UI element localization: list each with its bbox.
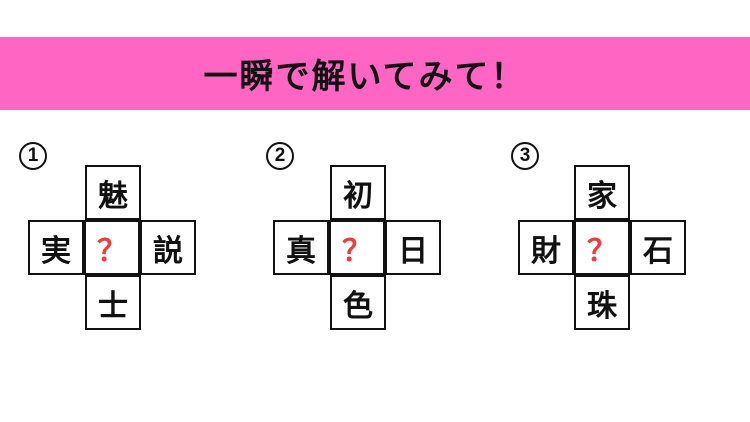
cell-bottom: 色 <box>330 275 386 330</box>
title-banner: 一瞬で解いてみて！ <box>0 37 750 110</box>
cell-right: 日 <box>385 220 441 275</box>
banner-title: 一瞬で解いてみて！ <box>203 57 527 97</box>
cell-top: 初 <box>330 165 386 220</box>
cell-right: 石 <box>630 220 686 275</box>
cell-center-question: ？ <box>574 220 630 275</box>
puzzle-3: 3 家 財 ？ 石 珠 <box>511 140 741 340</box>
cell-left: 実 <box>28 220 84 275</box>
puzzle-number-badge: 3 <box>511 142 539 170</box>
puzzle-number-badge: 2 <box>266 142 294 170</box>
cell-right: 説 <box>140 220 196 275</box>
cell-top: 魅 <box>85 165 141 220</box>
cell-center-question: ？ <box>84 220 140 275</box>
puzzle-number-badge: 1 <box>19 142 47 170</box>
cell-left: 真 <box>273 220 329 275</box>
cell-bottom: 士 <box>85 275 141 330</box>
cell-top: 家 <box>574 165 630 220</box>
puzzle-2: 2 初 真 ？ 日 色 <box>266 140 496 340</box>
cell-left: 財 <box>518 220 574 275</box>
puzzle-1: 1 魅 実 ？ 説 士 <box>19 140 249 340</box>
cell-center-question: ？ <box>329 220 385 275</box>
cell-bottom: 珠 <box>574 275 630 330</box>
